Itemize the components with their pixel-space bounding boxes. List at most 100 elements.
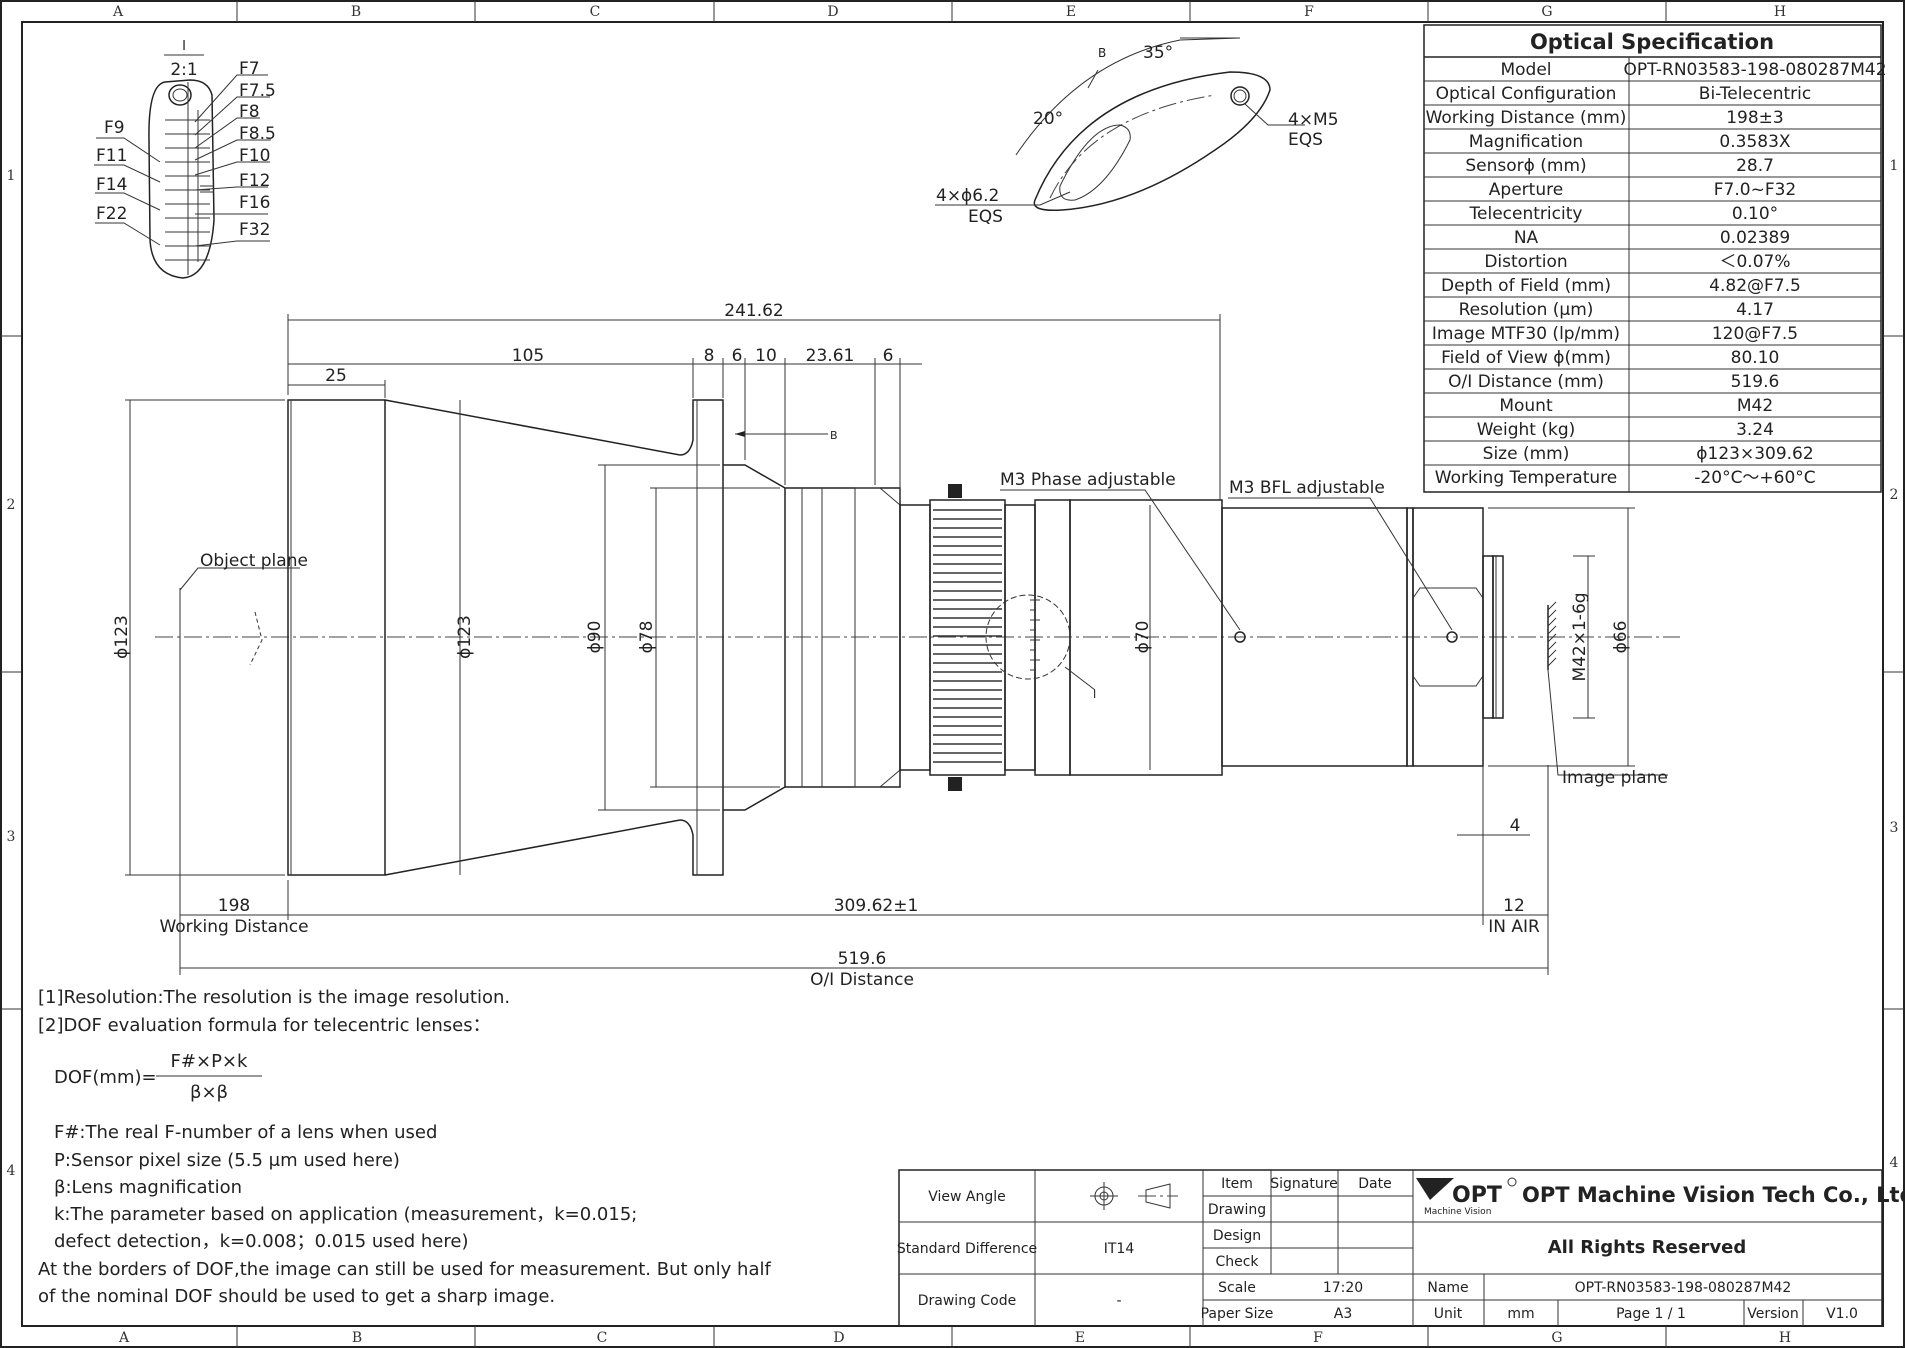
hole-label-eqs: EQS	[968, 207, 1003, 227]
tb-scale: Scale	[1218, 1280, 1256, 1296]
oi-distance-label: O/I Distance	[810, 970, 914, 990]
col-label: G	[1551, 1330, 1562, 1346]
fstop-label: F16	[239, 193, 270, 213]
dim-phi70: ϕ70	[1133, 621, 1153, 654]
row-label: 1	[1890, 158, 1899, 174]
tb-std-val: IT14	[1104, 1241, 1135, 1257]
dim-8: 8	[704, 346, 715, 366]
projection-symbol	[1090, 1182, 1178, 1210]
spec-value: 0.10°	[1732, 204, 1778, 224]
spec-param: Mount	[1499, 396, 1553, 416]
tb-paper-val: A3	[1334, 1306, 1352, 1322]
spec-param: Size (mm)	[1483, 444, 1570, 464]
spec-param: Depth of Field (mm)	[1441, 276, 1611, 296]
title-block: View Angle Standard Difference IT14 Draw…	[897, 1169, 1905, 1327]
spec-param: Sensorϕ (mm)	[1465, 156, 1586, 176]
detail-i-scale: 2:1	[170, 60, 197, 80]
knurl-ring	[933, 509, 1002, 763]
notes: [1]Resolution:The resolution is the imag…	[38, 987, 771, 1307]
col-label: E	[1066, 4, 1076, 20]
section-i-label: I	[1093, 688, 1096, 701]
dof-denominator: β×β	[190, 1082, 228, 1103]
tb-page: Page 1 / 1	[1616, 1306, 1686, 1322]
tb-paper: Paper Size	[1201, 1306, 1274, 1322]
fstop-label: F7	[239, 59, 260, 79]
dimensions	[125, 314, 1635, 975]
col-label: B	[352, 1330, 362, 1346]
def-line: F#:The real F-number of a lens when used	[54, 1122, 437, 1143]
dim-phi66: ϕ66	[1611, 621, 1631, 654]
col-label: C	[590, 4, 601, 20]
detail-b-view: B 35° 20° 4×M5 EQS 4×ϕ6.2 EQS	[935, 37, 1339, 227]
dim-6b: 6	[883, 346, 894, 366]
hole-label-eqs: EQS	[1288, 130, 1323, 150]
spec-param: Field of View ϕ(mm)	[1441, 348, 1611, 368]
logo-subtext: Machine Vision	[1424, 1207, 1491, 1217]
tb-date: Date	[1358, 1176, 1391, 1192]
dim-241: 241.62	[724, 301, 783, 321]
row-label: 2	[1890, 487, 1899, 503]
dim-phi78: ϕ78	[637, 621, 657, 654]
fstop-label: F12	[239, 171, 270, 191]
image-plane-label: Image plane	[1562, 768, 1668, 788]
working-distance-label: Working Distance	[159, 917, 308, 937]
def-line: β:Lens magnification	[54, 1177, 242, 1198]
detail-b-label: B	[1098, 46, 1106, 60]
object-plane-label: Object plane	[200, 551, 308, 571]
col-label: E	[1075, 1330, 1085, 1346]
spec-value: M42	[1737, 396, 1773, 416]
row-label: 2	[7, 497, 16, 513]
col-label: D	[833, 1330, 844, 1346]
spec-value: OPT-RN03583-198-080287M42	[1623, 60, 1886, 80]
col-label: H	[1779, 1330, 1791, 1346]
spec-param: Resolution (μm)	[1459, 300, 1594, 320]
row-label: 1	[7, 168, 16, 184]
tb-view-angle: View Angle	[928, 1189, 1006, 1205]
spec-param: Optical Configuration	[1436, 84, 1617, 104]
spec-value: ϕ123×309.62	[1696, 444, 1813, 464]
spec-value: 4.82@F7.5	[1709, 276, 1801, 296]
spec-param: Working Distance (mm)	[1426, 108, 1627, 128]
fstop-label: F8.5	[239, 124, 276, 144]
dim-phi123b: ϕ123	[455, 615, 475, 659]
tb-name: Name	[1427, 1280, 1468, 1296]
tb-signature: Signature	[1270, 1176, 1338, 1192]
angle-35: 35°	[1143, 43, 1173, 63]
spec-param: Model	[1500, 60, 1551, 80]
m3-bfl-label: M3 BFL adjustable	[1229, 478, 1385, 498]
row-label: 4	[7, 1163, 16, 1179]
spec-value: 0.02389	[1720, 228, 1790, 248]
dim-105: 105	[512, 346, 544, 366]
tb-std-diff: Standard Difference	[897, 1241, 1037, 1257]
col-label: C	[597, 1330, 608, 1346]
col-label: H	[1774, 4, 1786, 20]
tb-code-val: -	[1116, 1293, 1121, 1309]
spec-value: ＜0.07%	[1719, 252, 1790, 272]
dim-519: 519.6	[838, 949, 887, 969]
spec-param: Aperture	[1489, 180, 1563, 200]
tb-name-val: OPT-RN03583-198-080287M42	[1575, 1280, 1792, 1296]
tb-check: Check	[1215, 1254, 1259, 1270]
col-label: A	[118, 1330, 130, 1346]
fstop-label: F11	[96, 146, 127, 166]
spec-value: 198±3	[1726, 108, 1784, 128]
logo-text: OPT	[1452, 1183, 1502, 1208]
section-b-label: B	[830, 429, 838, 442]
lens-side-view	[155, 399, 1680, 975]
dim-phi90: ϕ90	[585, 621, 605, 654]
tb-item: Item	[1221, 1176, 1253, 1192]
fstop-label: F10	[239, 146, 270, 166]
def-line: defect detection，k=0.008；0.015 used here…	[54, 1231, 468, 1252]
spec-param: Image MTF30 (lp/mm)	[1432, 324, 1620, 344]
col-label: F	[1304, 4, 1314, 20]
spec-value: 28.7	[1736, 156, 1774, 176]
in-air-label: IN AIR	[1488, 917, 1540, 937]
spec-value: 0.3583X	[1719, 132, 1790, 152]
rights-text: All Rights Reserved	[1548, 1237, 1747, 1258]
dim-phi123: ϕ123	[112, 615, 132, 659]
spec-value: 519.6	[1731, 372, 1780, 392]
spec-param: O/I Distance (mm)	[1448, 372, 1604, 392]
spec-value: 3.24	[1736, 420, 1774, 440]
